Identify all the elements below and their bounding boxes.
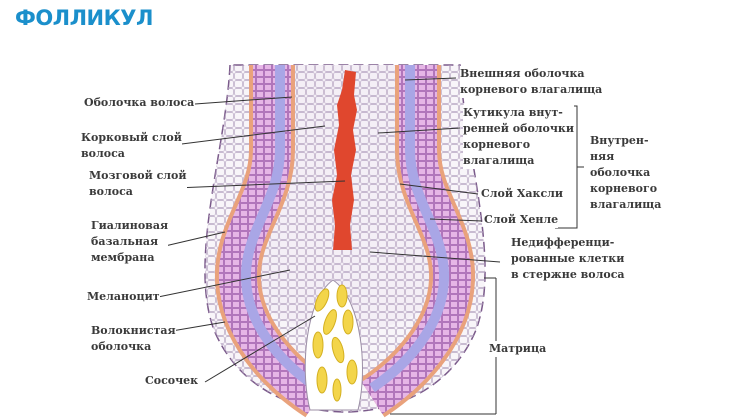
- page-title: ФОЛЛИКУЛ: [15, 6, 153, 30]
- label-melanocyte: Меланоцит: [87, 289, 160, 305]
- label-henle-layer: Слой Хенле: [484, 212, 559, 228]
- label-matrix: Матрица: [489, 341, 547, 357]
- hair-shaft-medulla: [332, 70, 357, 250]
- label-huxley-layer: Слой Хаксли: [481, 186, 564, 202]
- root-sheath-layers-left: [214, 65, 331, 418]
- root-sheath-layers-right: [359, 65, 476, 418]
- label-papilla: Сосочек: [145, 373, 199, 389]
- dermal-papilla: [304, 279, 363, 411]
- label-hair-sheath: Оболочка волоса: [84, 95, 195, 111]
